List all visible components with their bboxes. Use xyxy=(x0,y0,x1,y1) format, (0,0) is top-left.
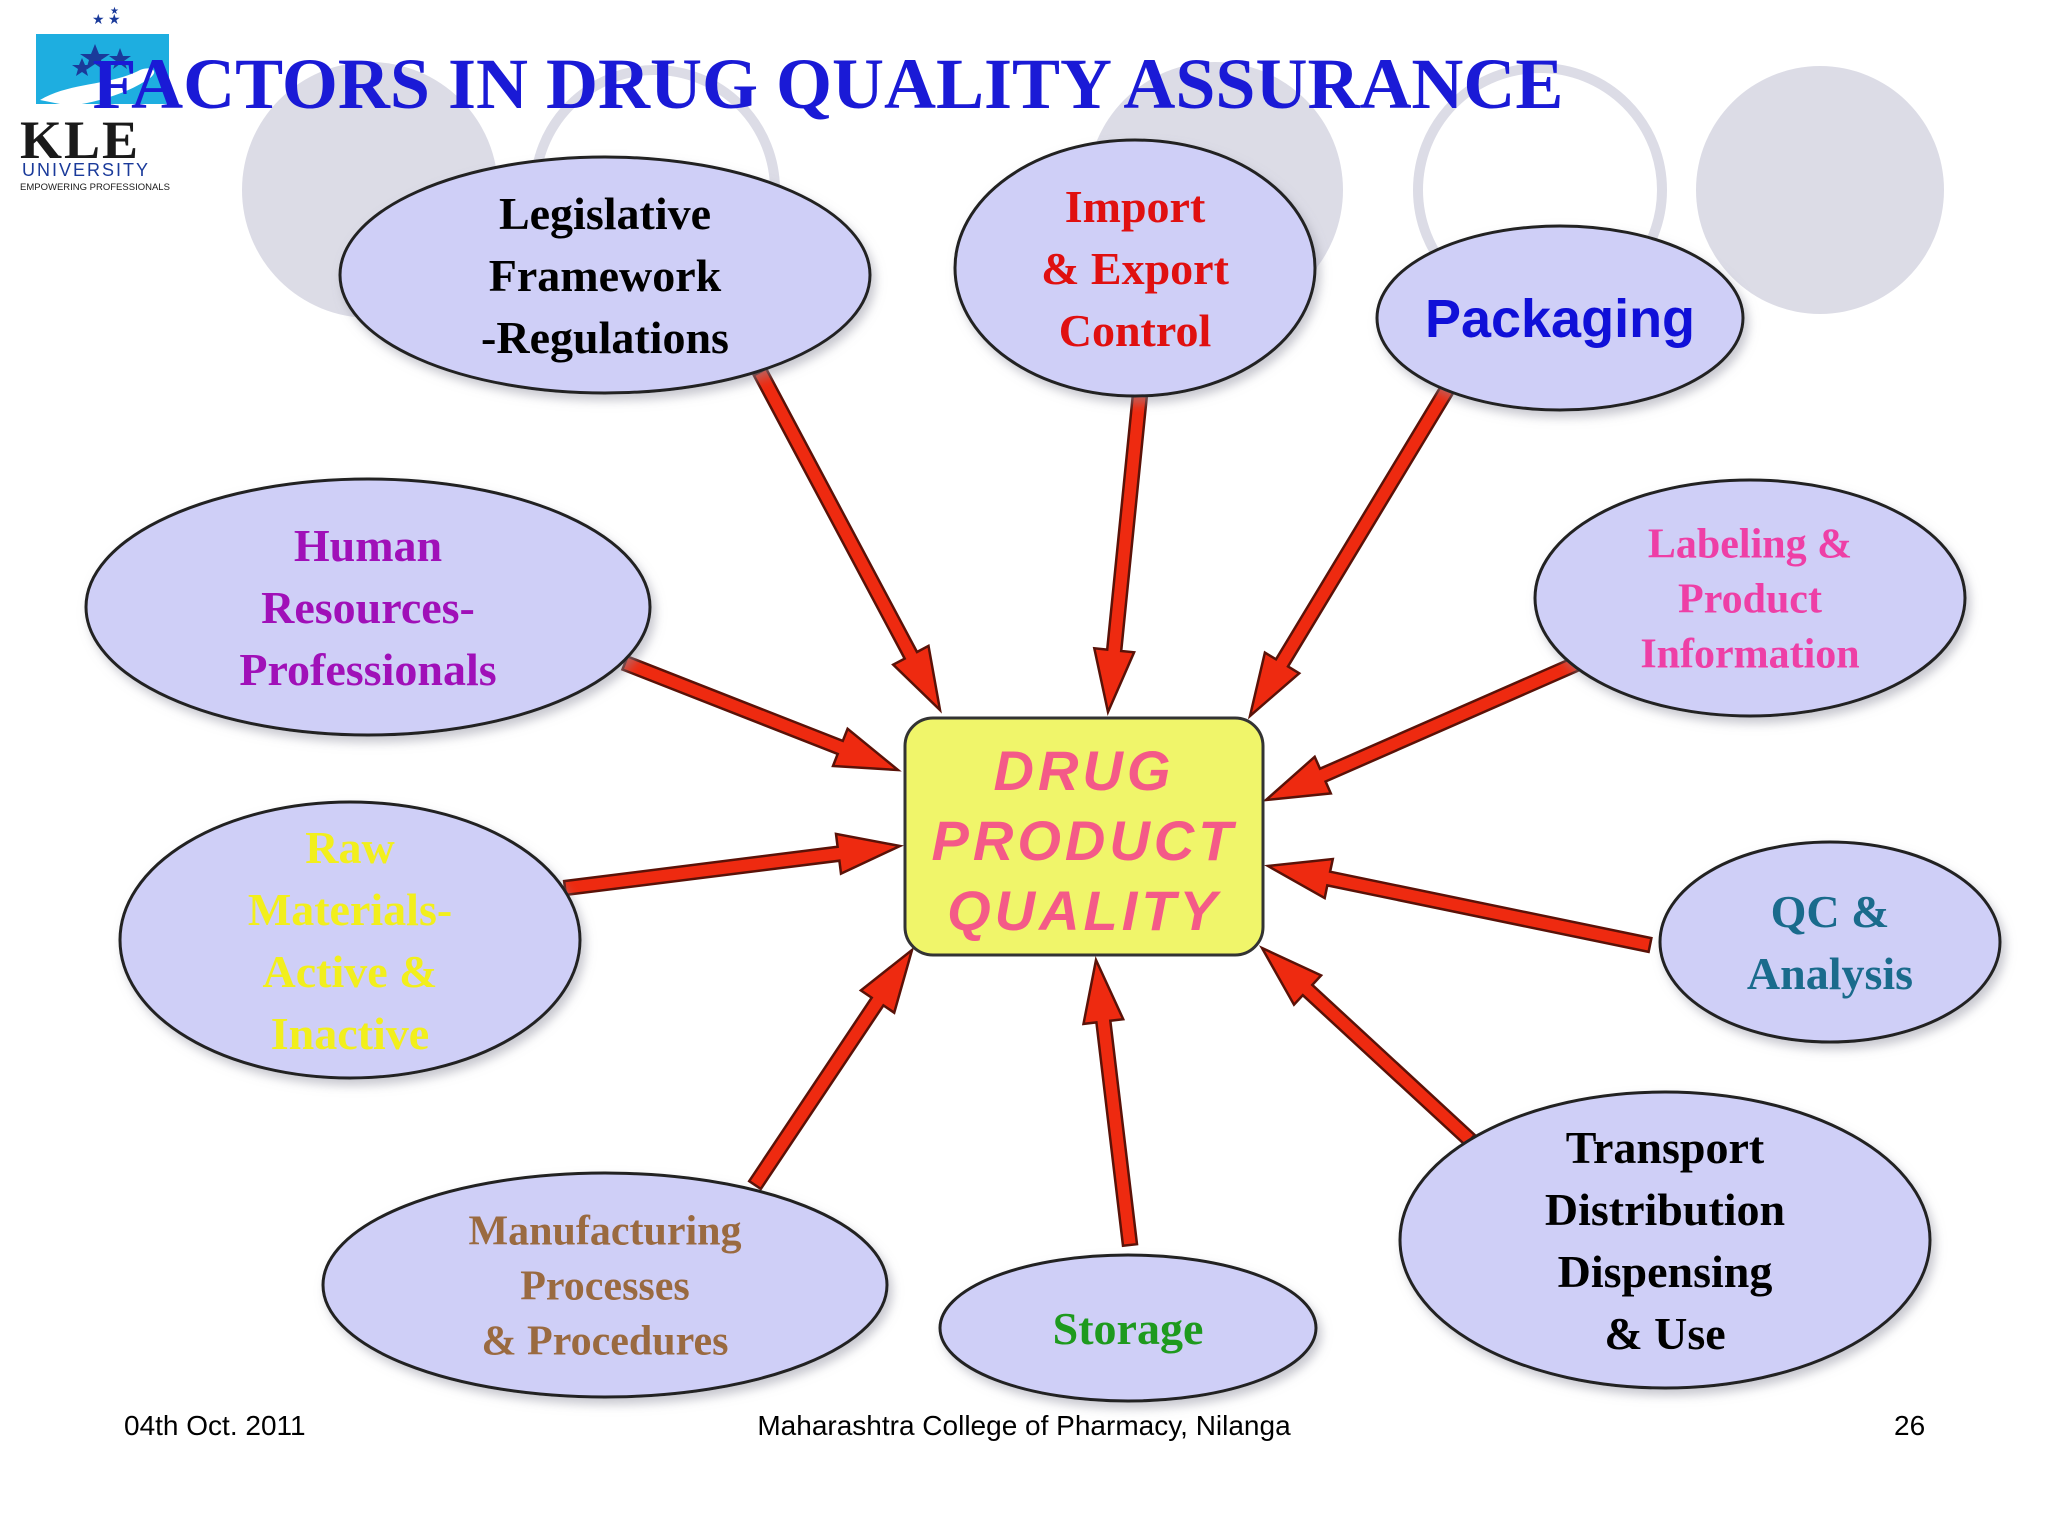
arrow-legislative xyxy=(752,367,942,714)
factor-ellipse xyxy=(953,138,1317,398)
factor-ellipse xyxy=(321,1171,889,1399)
factor-label-line: Manufacturing xyxy=(469,1209,742,1255)
footer-page-number: 26 xyxy=(1894,1410,1926,1441)
arrow-qc-analysis xyxy=(1264,857,1653,954)
factor-label-line: & Procedures xyxy=(482,1319,729,1365)
arrow-labeling xyxy=(1262,655,1581,802)
arrow-raw-materials xyxy=(562,832,905,897)
factor-label-line: Control xyxy=(1059,305,1212,356)
factor-ellipse xyxy=(84,477,652,737)
center-box xyxy=(903,716,1265,957)
hand-with-stars-icon: ★ ★ ★ xyxy=(36,6,169,106)
factor-ellipse xyxy=(1375,224,1745,412)
logo-tagline: EMPOWERING PROFESSIONALS xyxy=(20,182,170,193)
center-node: DRUG PRODUCT QUALITY xyxy=(903,716,1265,957)
kle-logo: ★ ★ ★ KLE UNIVERSITY EMPOWERING PROFESSI… xyxy=(20,6,170,193)
factor-label-line: -Regulations xyxy=(481,312,729,363)
factor-label-line: Materials- xyxy=(248,884,452,935)
factor-label-line: Resources- xyxy=(261,582,475,633)
factor-label-line: Dispensing xyxy=(1558,1246,1773,1297)
factor-label-line: Labeling & xyxy=(1648,522,1852,568)
footer-date: 04th Oct. 2011 xyxy=(124,1410,306,1441)
arrow-manufacturing xyxy=(747,946,915,1191)
factor-ellipse xyxy=(1658,840,2002,1044)
center-label-line: QUALITY xyxy=(947,879,1221,942)
arrow-transport xyxy=(1259,945,1477,1147)
factor-label-line: Import xyxy=(1065,181,1206,232)
factor-ellipse xyxy=(938,1253,1318,1403)
factor-label-line: Active & xyxy=(263,946,438,997)
arrow-storage xyxy=(1081,955,1139,1248)
arrow-packaging xyxy=(1247,382,1456,720)
factor-label-line: Product xyxy=(1678,577,1822,623)
factor-label-line: Analysis xyxy=(1747,948,1913,999)
arrow-human-resources xyxy=(620,654,902,772)
logo-name: KLE xyxy=(20,110,140,170)
factor-label-line: Legislative xyxy=(499,188,711,239)
factor-qc-analysis: QC & Analysis xyxy=(1658,840,2002,1044)
factor-label-line: Distribution xyxy=(1545,1184,1785,1235)
arrows xyxy=(562,367,1653,1248)
factor-ellipse xyxy=(338,155,872,395)
factor-ellipse xyxy=(118,800,582,1080)
factor-packaging: Packaging xyxy=(1375,224,1745,412)
factor-label-line: Processes xyxy=(520,1264,690,1310)
factor-label-line: Professionals xyxy=(239,644,496,695)
factor-label-line: QC & xyxy=(1771,886,1890,937)
factor-label-line: & Use xyxy=(1604,1308,1725,1359)
center-label-line: PRODUCT xyxy=(932,809,1238,872)
factor-label-line: Storage xyxy=(1053,1303,1204,1354)
slide-title: FACTORS IN DRUG QUALITY ASSURANCE xyxy=(93,44,1564,124)
footer-institution: Maharashtra College of Pharmacy, Nilanga xyxy=(757,1410,1291,1441)
svg-text:★ ★: ★ ★ xyxy=(92,13,121,28)
factor-label-line: Transport xyxy=(1566,1122,1765,1173)
bg-circle xyxy=(1696,66,1944,314)
factor-label-line: Human xyxy=(294,520,442,571)
factor-ellipse xyxy=(1533,478,1967,718)
factor-label-line: Framework xyxy=(489,250,722,301)
arrow-import-export xyxy=(1092,391,1149,717)
factor-storage: Storage xyxy=(938,1253,1318,1403)
factor-label-line: Raw xyxy=(305,822,394,873)
factor-label-line: Inactive xyxy=(271,1008,429,1059)
factor-ellipse xyxy=(1398,1090,1932,1390)
svg-text:★: ★ xyxy=(110,6,119,17)
center-label-line: DRUG xyxy=(994,739,1175,802)
factor-label-line: Information xyxy=(1640,632,1859,678)
logo-university: UNIVERSITY xyxy=(22,160,150,180)
factor-label-line: Packaging xyxy=(1425,289,1695,349)
factor-label-line: & Export xyxy=(1041,243,1230,294)
